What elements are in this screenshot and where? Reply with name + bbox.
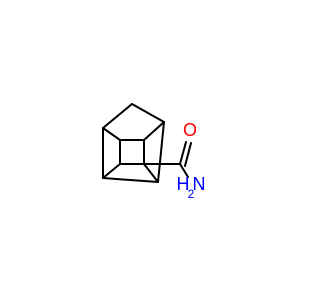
bond-carbonyl-double-a <box>179 141 187 165</box>
bond-carbonyl-to-nitrogen <box>179 163 189 178</box>
bond-bottom <box>102 177 159 183</box>
cage-skeleton <box>102 103 165 183</box>
bond-carbonyl-double-b <box>184 142 192 167</box>
oxygen-atom-label: O <box>183 120 197 140</box>
bond-right-upper-to-inner <box>143 121 165 141</box>
bond-inner-right-to-bottom <box>143 163 159 183</box>
bond-right-upper-down <box>157 121 165 183</box>
amide-group <box>143 141 192 178</box>
hydrogen-atom-label: H <box>177 174 190 194</box>
molecule-structure-diagram: O N H 2 <box>102 103 206 201</box>
bond-bottom-left-to-inner <box>102 163 121 179</box>
nitrogen-atom-label: N <box>193 174 206 194</box>
bond-top-left <box>102 103 133 129</box>
bond-top-right <box>131 103 165 123</box>
bond-left-to-inner-top <box>102 127 121 141</box>
hydrogen-count-subscript: 2 <box>188 187 195 201</box>
